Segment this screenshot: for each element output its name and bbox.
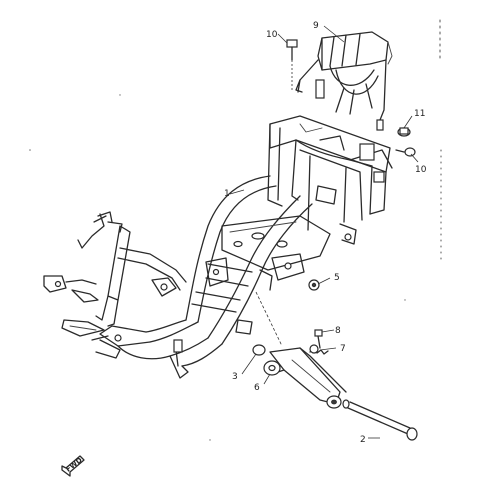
callout-leaders (229, 25, 419, 439)
callout-7: 7 (340, 344, 346, 354)
stand-assembly (252, 291, 418, 441)
main-frame-part (91, 175, 331, 379)
head-tube-section (43, 211, 187, 359)
callout-2: 2 (360, 435, 366, 445)
forward-arrow-icon: FWD (61, 455, 85, 477)
callout-10-lower: 10 (415, 165, 427, 175)
bolt-part (286, 39, 298, 90)
scan-margin-marks (29, 19, 442, 441)
callout-labels: 9 10 11 10 1 5 8 7 3 6 2 (224, 21, 427, 445)
rear-bracket-part (295, 31, 393, 131)
callout-1: 1 (224, 189, 230, 199)
callout-5: 5 (334, 273, 340, 283)
rear-frame-box (267, 115, 393, 245)
small-hardware-right (395, 127, 416, 157)
callout-9: 9 (313, 21, 319, 31)
nut-part (308, 279, 320, 291)
callout-3: 3 (232, 372, 238, 382)
callout-6-text: 6 (254, 383, 260, 393)
callout-11: 11 (414, 109, 425, 119)
callout-10-upper: 10 (266, 30, 278, 40)
callout-8: 8 (335, 326, 341, 336)
